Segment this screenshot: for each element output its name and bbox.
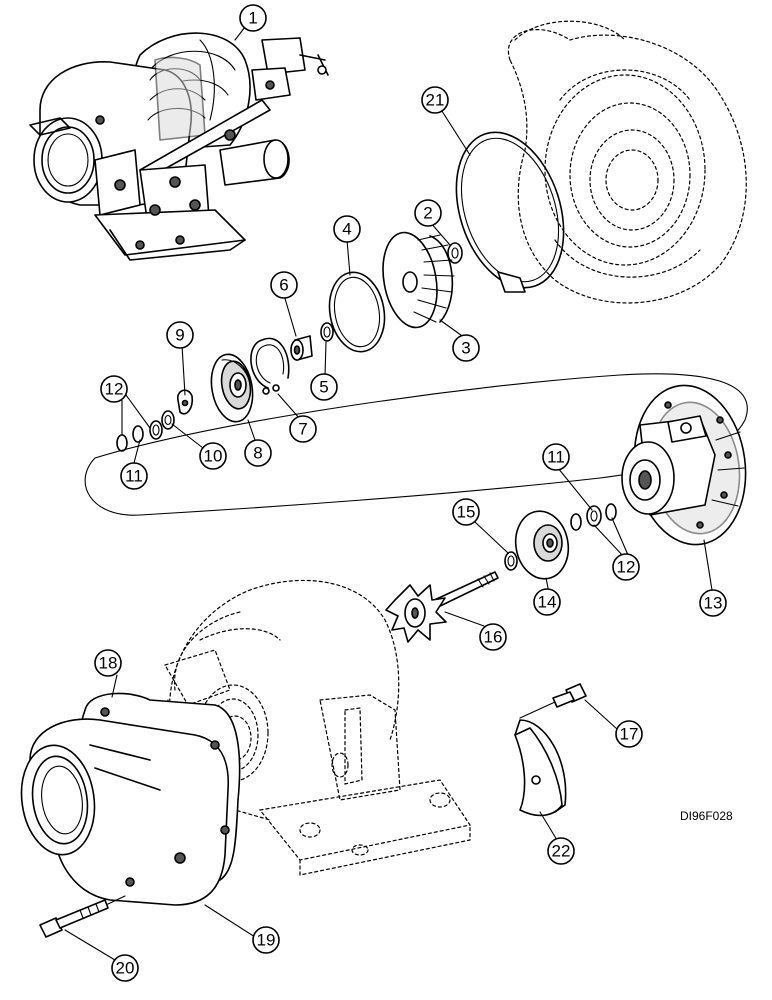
exhaust-outlet-elbow-19 (20, 707, 230, 906)
callout-20: 20 (111, 954, 139, 982)
svg-text:1: 1 (248, 9, 257, 28)
leader-lines (64, 26, 713, 961)
snap-ring-21 (455, 131, 565, 293)
clamp-segment-22 (514, 719, 567, 817)
cap-screw-17 (519, 683, 587, 719)
svg-text:9: 9 (175, 326, 184, 345)
svg-text:22: 22 (552, 842, 571, 861)
callout-4: 4 (333, 215, 361, 243)
ring-15 (504, 551, 518, 571)
ring-5 (320, 322, 334, 342)
svg-text:4: 4 (342, 220, 351, 239)
svg-text:16: 16 (484, 628, 503, 647)
turbine-wheel-shaft-16 (385, 571, 499, 643)
svg-text:11: 11 (125, 467, 143, 486)
callout-12-right: 12 (612, 553, 640, 581)
svg-text:10: 10 (204, 447, 223, 466)
callout-11-right: 11 (542, 443, 570, 471)
callout-6: 6 (270, 271, 298, 299)
callout-12-left: 12 (100, 375, 128, 403)
callout-15: 15 (452, 498, 480, 526)
callout-3: 3 (452, 334, 480, 362)
bearing-ring-set-left (116, 420, 163, 452)
callout-13: 13 (699, 589, 727, 617)
callout-9: 9 (166, 321, 194, 349)
retaining-ring-7 (250, 337, 290, 395)
callout-7: 7 (289, 415, 317, 443)
center-housing-13 (621, 384, 747, 546)
callout-16: 16 (479, 623, 507, 651)
washer-10 (161, 410, 175, 430)
callout-21: 21 (421, 86, 449, 114)
callout-8: 8 (244, 439, 272, 467)
thrust-bearing-9 (177, 389, 194, 415)
callout-22: 22 (547, 837, 575, 865)
svg-text:14: 14 (538, 593, 557, 612)
compressor-wheel-3 (382, 231, 455, 329)
callout-17: 17 (615, 720, 643, 748)
bearing-ring-set-right (570, 503, 617, 531)
svg-text:17: 17 (620, 725, 639, 744)
svg-text:18: 18 (99, 654, 118, 673)
callout-2: 2 (414, 199, 442, 227)
callout-11-left: 11 (120, 462, 148, 490)
svg-text:3: 3 (461, 339, 470, 358)
oil-deflector-14 (514, 510, 570, 580)
callout-19: 19 (252, 926, 280, 954)
callout-10: 10 (199, 442, 227, 470)
o-ring-4 (328, 271, 386, 353)
svg-text:7: 7 (298, 420, 307, 439)
callout-5: 5 (310, 373, 338, 401)
svg-text:2: 2 (423, 204, 432, 223)
svg-text:8: 8 (253, 444, 262, 463)
svg-text:5: 5 (319, 378, 328, 397)
callout-1: 1 (239, 4, 267, 32)
thrust-collar-6 (290, 335, 313, 361)
svg-text:12: 12 (105, 380, 124, 399)
svg-text:6: 6 (279, 276, 288, 295)
svg-text:15: 15 (457, 503, 476, 522)
figure-id: DI96F028 (680, 809, 733, 823)
svg-text:11: 11 (547, 448, 565, 467)
callout-18: 18 (94, 649, 122, 677)
callout-14: 14 (533, 588, 561, 616)
svg-text:13: 13 (704, 594, 723, 613)
svg-text:20: 20 (116, 959, 135, 978)
compressor-housing-phantom (507, 20, 747, 304)
thrust-bearing-plate-8 (210, 353, 254, 423)
turbocharger-assembly (29, 32, 329, 261)
nut-2 (447, 242, 463, 264)
svg-text:12: 12 (617, 558, 636, 577)
bolt-20 (39, 895, 126, 938)
svg-text:19: 19 (257, 931, 276, 950)
svg-text:21: 21 (426, 91, 445, 110)
